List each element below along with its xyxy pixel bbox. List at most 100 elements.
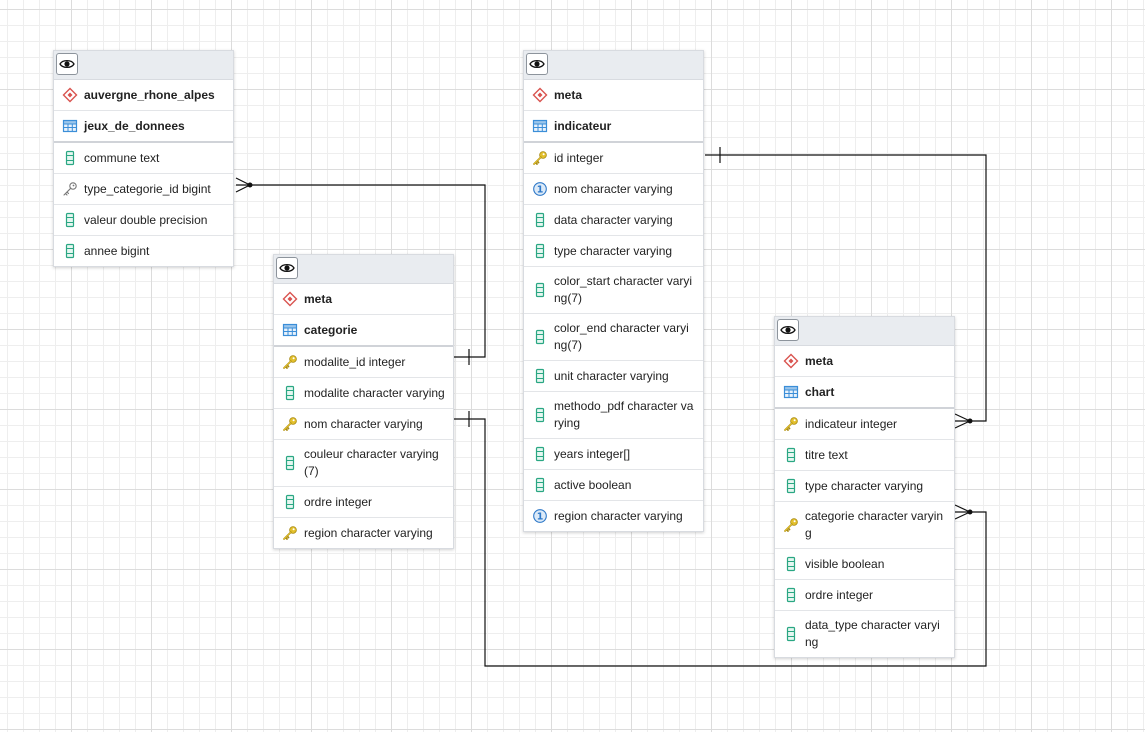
row-label: indicateur integer: [805, 416, 898, 431]
column-icon: [282, 494, 298, 510]
column-row[interactable]: color_end character varying(7): [524, 314, 703, 361]
row-label: data character varying: [554, 212, 673, 227]
column-icon: [62, 150, 78, 166]
toggle-visibility-button[interactable]: [276, 257, 298, 279]
row-label: meta: [304, 291, 333, 306]
table-header[interactable]: [54, 51, 233, 80]
column-icon: [783, 626, 799, 642]
eye-icon: [780, 322, 796, 338]
schema-icon: [783, 353, 799, 369]
column-row[interactable]: nom character varying: [274, 409, 453, 440]
column-row[interactable]: valeur double precision: [54, 205, 233, 236]
column-row[interactable]: titre text: [775, 440, 954, 471]
row-label: valeur double precision: [84, 212, 208, 227]
row-label: jeux_de_donnees: [84, 118, 185, 133]
column-row[interactable]: unit character varying: [524, 361, 703, 392]
row-label: color_end character varying(7): [554, 321, 689, 352]
row-label: years integer[]: [554, 446, 631, 461]
schema-icon: [532, 87, 548, 103]
column-row[interactable]: methodo_pdf character varying: [524, 392, 703, 439]
column-row[interactable]: type character varying: [775, 471, 954, 502]
table-name-row[interactable]: chart: [775, 377, 954, 409]
row-label: unit character varying: [554, 368, 669, 383]
schema-row[interactable]: auvergne_rhone_alpes: [54, 80, 233, 111]
row-label: commune text: [84, 150, 160, 165]
column-row[interactable]: visible boolean: [775, 549, 954, 580]
toggle-visibility-button[interactable]: [777, 319, 799, 341]
column-row[interactable]: active boolean: [524, 470, 703, 501]
primary-key-icon: [282, 525, 298, 541]
eye-icon: [279, 260, 295, 276]
toggle-visibility-button[interactable]: [56, 53, 78, 75]
schema-row[interactable]: meta: [274, 284, 453, 315]
toggle-visibility-button[interactable]: [526, 53, 548, 75]
column-row[interactable]: 1 region character varying: [524, 501, 703, 531]
column-row[interactable]: data_type character varying: [775, 611, 954, 657]
table-header[interactable]: [775, 317, 954, 346]
row-label: modalite character varying: [304, 385, 445, 400]
row-label: data_type character varying: [805, 618, 940, 649]
column-row[interactable]: couleur character varying (7): [274, 440, 453, 487]
row-label: type_categorie_id bigint: [84, 181, 211, 196]
column-row[interactable]: id integer: [524, 143, 703, 174]
table-name-row[interactable]: categorie: [274, 315, 453, 347]
column-row[interactable]: years integer[]: [524, 439, 703, 470]
column-icon: [282, 455, 298, 471]
row-label: nom character varying: [554, 181, 673, 196]
row-label: annee bigint: [84, 243, 150, 258]
crowfoot-chart-categorie: [954, 504, 971, 520]
column-icon: [62, 212, 78, 228]
column-icon: [532, 282, 548, 298]
row-label: visible boolean: [805, 556, 885, 571]
column-row[interactable]: type_categorie_id bigint: [54, 174, 233, 205]
column-row[interactable]: commune text: [54, 143, 233, 174]
column-icon: [532, 446, 548, 462]
row-label: type character varying: [554, 243, 673, 258]
column-row[interactable]: ordre integer: [274, 487, 453, 518]
column-row[interactable]: ordre integer: [775, 580, 954, 611]
column-row[interactable]: modalite character varying: [274, 378, 453, 409]
column-icon: [783, 556, 799, 572]
primary-key-icon: [282, 354, 298, 370]
schema-row[interactable]: meta: [524, 80, 703, 111]
column-row[interactable]: categorie character varying: [775, 502, 954, 549]
table-name-row[interactable]: jeux_de_donnees: [54, 111, 233, 143]
column-icon: [282, 385, 298, 401]
schema-row[interactable]: meta: [775, 346, 954, 377]
column-row[interactable]: annee bigint: [54, 236, 233, 266]
unique-icon: 1: [532, 181, 548, 197]
primary-key-icon: [783, 416, 799, 432]
eye-icon: [59, 56, 75, 72]
column-row[interactable]: 1 nom character varying: [524, 174, 703, 205]
table-header[interactable]: [524, 51, 703, 80]
column-icon: [783, 447, 799, 463]
row-label: region character varying: [554, 508, 683, 523]
table-icon: [282, 322, 298, 338]
column-row[interactable]: data character varying: [524, 205, 703, 236]
column-row[interactable]: color_start character varying(7): [524, 267, 703, 314]
eye-icon: [529, 56, 545, 72]
crowfoot-jeux-fk: [235, 177, 251, 193]
row-label: ordre integer: [304, 494, 373, 509]
row-label: nom character varying: [304, 416, 423, 431]
column-row[interactable]: type character varying: [524, 236, 703, 267]
row-label: active boolean: [554, 477, 632, 492]
table-header[interactable]: [274, 255, 453, 284]
column-row[interactable]: region character varying: [274, 518, 453, 548]
column-icon: [783, 478, 799, 494]
svg-text:1: 1: [537, 512, 544, 523]
row-label: chart: [805, 384, 835, 399]
table-icon: [783, 384, 799, 400]
column-row[interactable]: modalite_id integer: [274, 347, 453, 378]
foreign-key-icon: [62, 181, 78, 197]
row-label: color_start character varying(7): [554, 274, 693, 305]
column-icon: [783, 587, 799, 603]
table-name-row[interactable]: indicateur: [524, 111, 703, 143]
row-label: categorie character varying: [805, 509, 944, 540]
table-icon: [62, 118, 78, 134]
column-row[interactable]: indicateur integer: [775, 409, 954, 440]
